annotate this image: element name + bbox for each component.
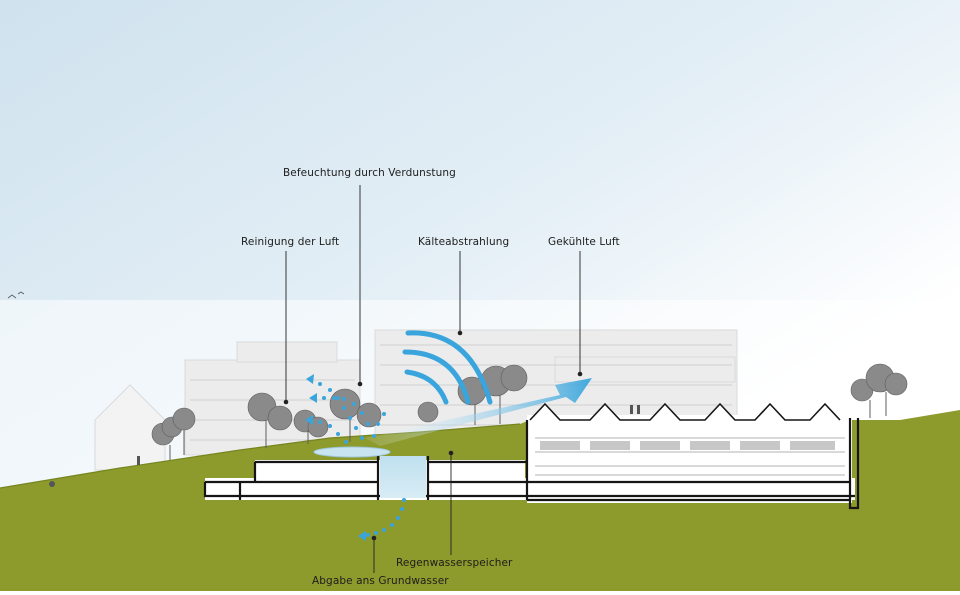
birds (7, 291, 25, 299)
roof-pond (313, 446, 391, 458)
cold-radiation-arcs (402, 330, 493, 405)
sawtooth-roof (529, 402, 841, 421)
trees (151, 363, 908, 446)
cooled-air-arrow (365, 378, 592, 446)
rainwater-shaft (380, 456, 426, 498)
label-groundwater-release: Abgabe ans Grundwasser (312, 575, 449, 587)
figures (49, 405, 640, 487)
label-rainwater-storage: Regenwasserspeicher (396, 557, 513, 569)
label-humidification: Befeuchtung durch Verdunstung (283, 167, 456, 179)
groundwater-dots (358, 498, 406, 541)
building-section (203, 402, 860, 510)
label-air-cleaning: Reinigung der Luft (241, 236, 340, 248)
label-cold-radiation: Kälteabstrahlung (418, 236, 510, 248)
label-cooled-air: Gekühlte Luft (548, 236, 620, 248)
leader-lines (285, 185, 581, 573)
